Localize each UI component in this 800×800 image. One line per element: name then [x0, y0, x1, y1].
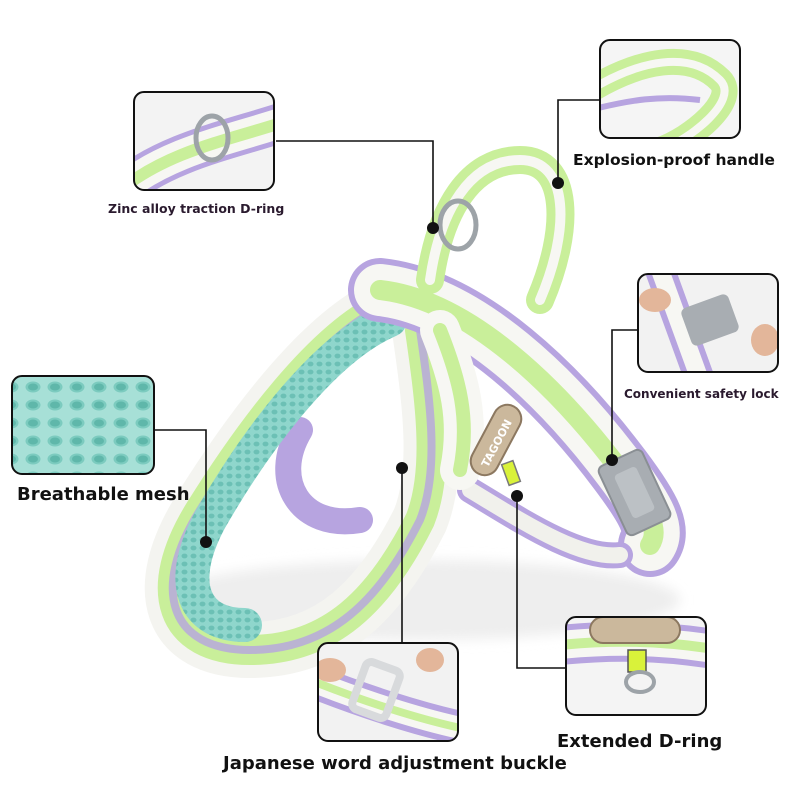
label-handle: Explosion-proof handle	[573, 151, 775, 169]
handle-loop	[416, 145, 575, 314]
dot-extended	[511, 490, 523, 502]
dot-lock	[606, 454, 618, 466]
label-mesh: Breathable mesh	[17, 484, 190, 505]
leader-handle	[557, 99, 600, 183]
inset-extended-d-ring	[565, 616, 707, 716]
leader-extended	[516, 496, 566, 669]
safety-buckle	[597, 448, 672, 537]
leader-d-ring	[276, 140, 434, 228]
label-lock: Convenient safety lock	[624, 387, 779, 401]
inset-adjustment-buckle	[317, 642, 459, 742]
inset-d-ring	[133, 91, 275, 191]
chest-loop	[144, 272, 460, 679]
inset-safety-lock	[637, 273, 779, 373]
dot-handle	[552, 177, 564, 189]
reflective-tag	[500, 459, 522, 487]
leader-lines	[154, 99, 638, 669]
label-buckle: Japanese word adjustment buckle	[223, 753, 567, 774]
leader-mesh	[154, 429, 207, 542]
brand-patch	[469, 403, 523, 477]
dot-d-ring	[427, 222, 439, 234]
dot-buckle	[396, 462, 408, 474]
dot-mesh	[200, 536, 212, 548]
label-extended: Extended D-ring	[557, 731, 723, 752]
label-d-ring: Zinc alloy traction D-ring	[108, 201, 285, 216]
d-ring	[437, 198, 479, 252]
inset-handle	[599, 39, 741, 139]
callout-dots	[200, 177, 618, 548]
inset-breathable-mesh	[11, 375, 155, 475]
leader-lock	[611, 329, 638, 460]
